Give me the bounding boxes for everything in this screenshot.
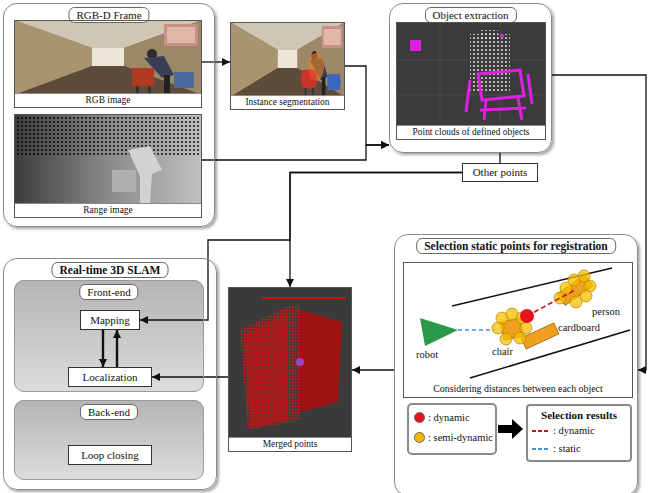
- process-box: Localization: [68, 367, 152, 387]
- connector: [102, 330, 104, 367]
- connector: [202, 61, 230, 62]
- figure-panel: Considering distances between each objec…: [403, 262, 633, 398]
- node-label: Mapping: [90, 314, 130, 327]
- result-box: Selection results: [526, 404, 632, 462]
- legend-swatch: [414, 432, 425, 443]
- image-panel: Merged points: [228, 287, 352, 452]
- connector: [345, 66, 389, 145]
- legend-item: : dynamic: [414, 411, 470, 424]
- node-label: Instance segmentation: [231, 95, 344, 109]
- process-panel: Selection static points for registration…: [394, 234, 638, 493]
- stage-panel: Front-endMappingLocalization: [14, 280, 204, 392]
- connector: [116, 330, 118, 367]
- data-box: Other points: [462, 163, 538, 182]
- module-panel: Real-time 3D SLAM Front-endMappingLocaliz…: [3, 258, 217, 490]
- node-label: Real-time 3D SLAM: [52, 262, 169, 278]
- connector: [499, 153, 500, 163]
- stage-panel: Back-endLoop closing: [14, 400, 204, 480]
- object-label: person: [592, 306, 620, 318]
- process-box: Mapping: [80, 310, 140, 330]
- legend-text: : dynamic: [428, 411, 470, 424]
- legend-item: : semi-dynamic: [414, 431, 493, 444]
- object-label: robot: [416, 349, 438, 361]
- object-label: chair: [492, 346, 513, 358]
- connector: [140, 173, 462, 321]
- node-label: Localization: [83, 371, 138, 384]
- node-label: Range image: [15, 203, 201, 217]
- node-label: Selection results: [528, 409, 630, 422]
- object-label: cardboard: [558, 322, 600, 334]
- node-label: Object extraction: [424, 7, 516, 23]
- node-label: Other points: [473, 166, 528, 179]
- node-label: Back-end: [80, 404, 138, 420]
- legend-swatch: [414, 412, 425, 423]
- node-label: Loop closing: [81, 449, 139, 462]
- connector: [352, 369, 394, 370]
- image-panel: Range image: [14, 114, 202, 218]
- image-panel: Point clouds of defined objects: [396, 22, 546, 140]
- process-panel: Object extractionPoint clouds of defined…: [389, 3, 552, 153]
- legend-text: : semi-dynamic: [428, 431, 493, 444]
- node-label: Selection static points for registration: [416, 238, 616, 254]
- connector: [552, 75, 646, 370]
- image-panel: RGB image: [14, 20, 202, 108]
- node-label: Front-end: [79, 284, 138, 300]
- node-label: Considering distances between each objec…: [404, 382, 632, 395]
- image-panel: Instance segmentation: [230, 22, 345, 110]
- process-box: Loop closing: [68, 445, 152, 465]
- connector: [202, 145, 389, 160]
- connector: [290, 173, 462, 288]
- node-label: RGB image: [15, 93, 201, 107]
- node-label: Merged points: [229, 437, 351, 451]
- input-panel: RGB-D FrameRGB imageRange image: [3, 3, 215, 227]
- node-label: Point clouds of defined objects: [397, 125, 545, 139]
